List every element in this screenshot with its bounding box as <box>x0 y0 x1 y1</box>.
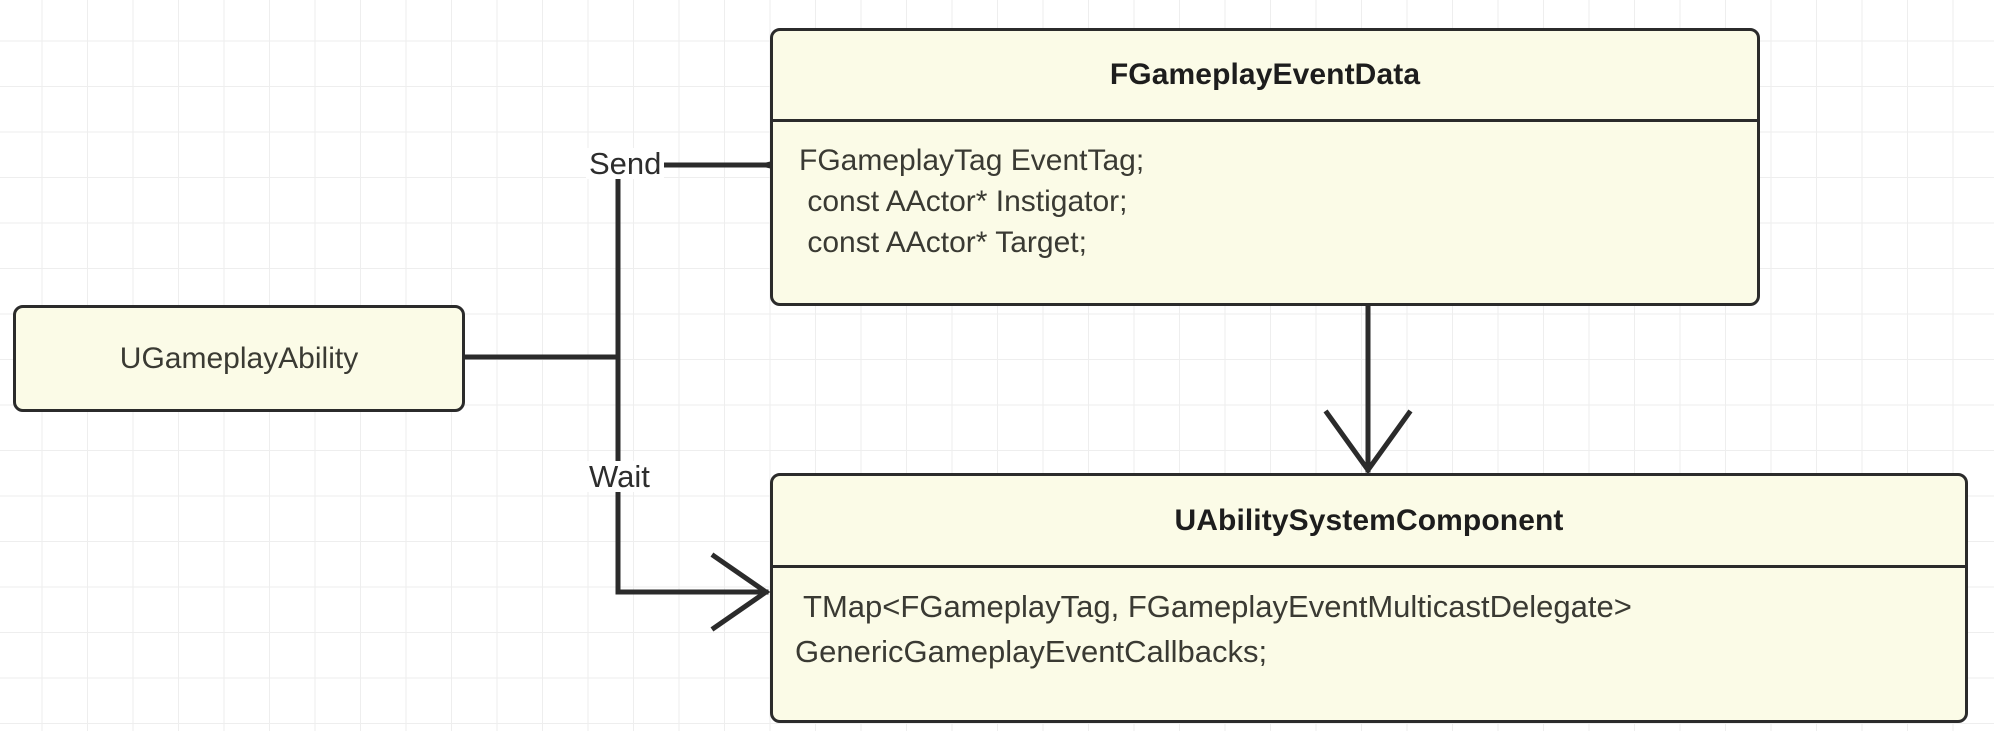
node-uabilitysystemcomponent[interactable]: UAbilitySystemComponent TMap<FGameplayTa… <box>770 473 1968 723</box>
node-uabilitysystemcomponent-divider <box>773 565 1965 568</box>
node-fgameplayeventdata[interactable]: FGameplayEventData FGameplayTag EventTag… <box>770 28 1760 306</box>
edge-eventdata-to-asc <box>1323 303 1413 475</box>
wait-arrowhead <box>710 552 771 632</box>
eventdata-asc-arrowhead <box>1323 409 1413 475</box>
node-uabilitysystemcomponent-title: UAbilitySystemComponent <box>1174 504 1564 537</box>
node-fgameplayeventdata-divider <box>773 119 1757 122</box>
edge-wait <box>615 552 771 632</box>
edge-label-wait: Wait <box>586 461 653 492</box>
edge-ability-trunk <box>462 162 621 595</box>
node-uabilitysystemcomponent-members: TMap<FGameplayTag, FGameplayEventMultica… <box>795 589 1632 669</box>
node-fgameplayeventdata-members: FGameplayTag EventTag; const AActor* Ins… <box>799 144 1145 259</box>
node-ugameplayability[interactable]: UGameplayAbility <box>13 305 465 412</box>
node-fgameplayeventdata-title: FGameplayEventData <box>1109 58 1421 91</box>
edge-label-send: Send <box>586 148 665 179</box>
node-ugameplayability-label: UGameplayAbility <box>119 342 359 375</box>
